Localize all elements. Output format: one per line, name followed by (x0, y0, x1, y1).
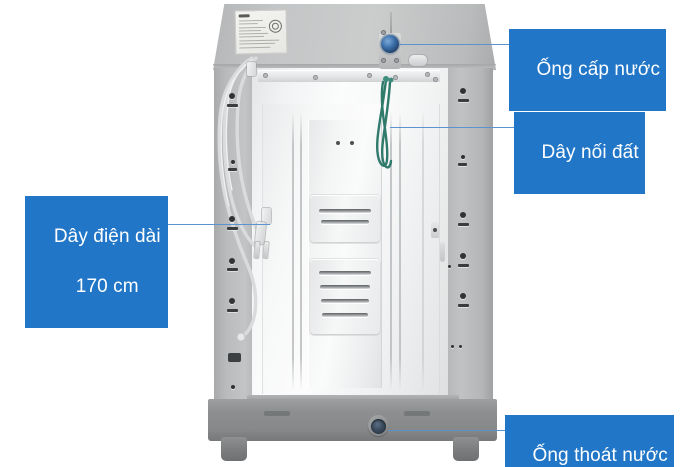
callout-ground-wire: Dây nối đất (514, 112, 645, 194)
callout-water-inlet-label: Ống cấp nước (536, 59, 661, 80)
callout-ground-wire-label: Dây nối đất (541, 142, 639, 163)
machine-center-recess (308, 120, 382, 388)
machine-foot-left (221, 437, 247, 461)
leader-line-ground-wire (390, 127, 514, 128)
machine-foot-right (453, 437, 479, 461)
callout-power-cord-line1: Dây điện dài (53, 226, 161, 247)
panel-dot (336, 141, 340, 145)
leader-line-drain-hose (388, 430, 505, 431)
water-inlet-valve (381, 35, 399, 53)
callout-power-cord-line2: 170 cm (75, 276, 139, 297)
upper-vent-panel (310, 195, 380, 243)
panel-dot (350, 141, 354, 145)
leader-line-water-inlet (399, 44, 509, 45)
drain-port-opening (371, 419, 386, 434)
lower-vent-panel (310, 259, 380, 335)
cord-retainer-clip (262, 208, 271, 224)
inlet-cap (409, 55, 427, 66)
machine-top-cover-edge (213, 64, 496, 71)
left-panel-port (228, 353, 241, 362)
callout-drain-hose-label: Ống thoát nước (532, 445, 668, 466)
leader-line-power-cord (168, 224, 270, 225)
callout-power-cord: Dây điện dài 170 cm (25, 196, 168, 328)
water-inlet-stem (390, 12, 392, 35)
machine-base-plinth (208, 399, 497, 441)
cord-retainer-clip (247, 62, 256, 76)
machine-right-side-panel (443, 68, 493, 399)
callout-water-inlet: Ống cấp nước (509, 29, 667, 111)
callout-drain-hose: Ống thoát nước (505, 415, 674, 467)
